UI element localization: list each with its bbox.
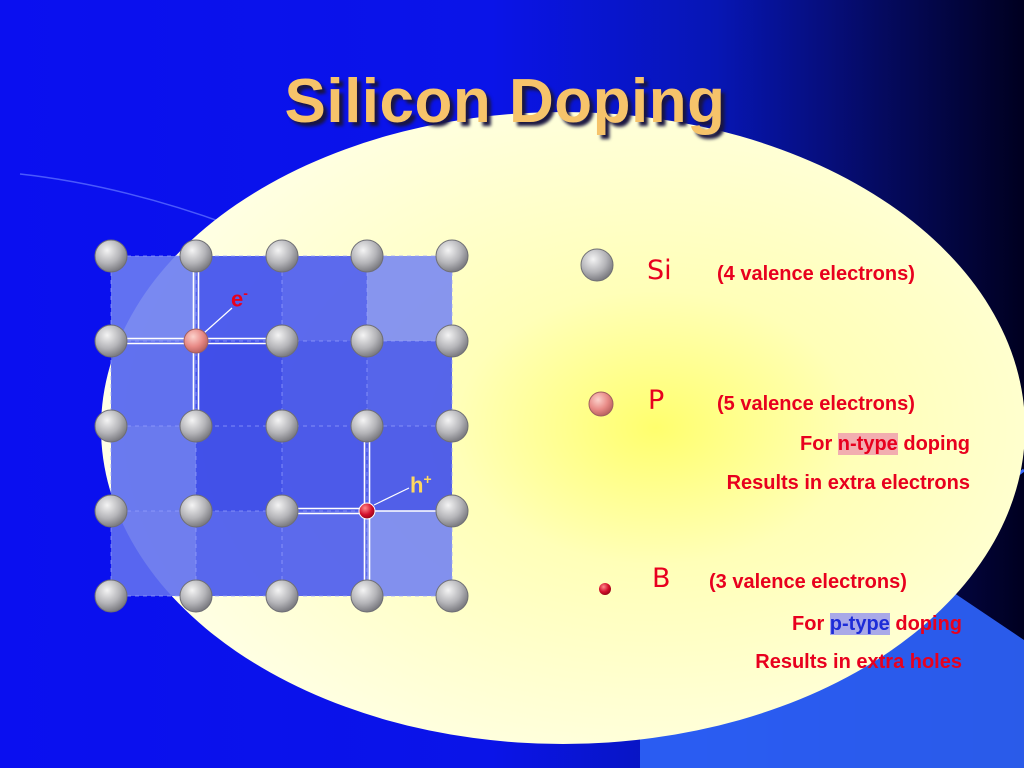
silicon-atom: [179, 494, 213, 528]
si-atom-icon: [580, 248, 614, 282]
silicon-atom: [435, 579, 469, 613]
silicon-atom: [350, 239, 384, 273]
silicon-atom: [94, 324, 128, 358]
si-description: (4 valence electrons): [717, 263, 915, 285]
si-symbol: Si: [647, 255, 672, 286]
lattice-cell: [111, 426, 196, 511]
silicon-atom: [94, 579, 128, 613]
lattice-cell: [111, 511, 196, 596]
silicon-atom: [435, 239, 469, 273]
hole-label: h+: [410, 471, 432, 498]
p-description: (5 valence electrons): [717, 393, 915, 415]
silicon-atom: [179, 409, 213, 443]
silicon-atom: [265, 324, 299, 358]
silicon-atom: [265, 579, 299, 613]
silicon-atom: [94, 494, 128, 528]
electron-leader-line: [203, 307, 233, 334]
p-result: Results in extra electrons: [726, 472, 970, 494]
lattice-cell: [196, 341, 282, 426]
silicon-atom: [179, 579, 213, 613]
lattice-cell: [111, 256, 196, 341]
b-result: Results in extra holes: [755, 651, 962, 673]
lattice-cell: [196, 426, 282, 511]
lattice-cell: [196, 511, 282, 596]
silicon-atom: [265, 494, 299, 528]
electron-label: e-: [231, 285, 248, 312]
silicon-atom: [350, 409, 384, 443]
lattice-cell: [282, 511, 367, 596]
n-type-highlight: n-type: [837, 433, 898, 455]
silicon-atom: [179, 239, 213, 273]
p-type-highlight: p-type: [829, 613, 890, 635]
b-symbol: B: [652, 563, 671, 594]
silicon-atom: [350, 324, 384, 358]
crystal-lattice: [94, 239, 469, 613]
silicon-atom: [435, 409, 469, 443]
lattice-cell: [367, 511, 452, 596]
b-for-line: For p-type doping: [792, 613, 962, 635]
lattice-cell: [282, 426, 367, 511]
p-for-line: For n-type doping: [800, 433, 970, 455]
p-symbol: P: [648, 385, 665, 416]
p-atom-icon: [588, 391, 614, 417]
silicon-atom: [94, 409, 128, 443]
lattice-cell: [282, 256, 367, 341]
b-atom-icon: [599, 583, 611, 595]
phosphorus-atom: [183, 328, 209, 354]
lattice-cell: [367, 426, 452, 511]
silicon-atom: [435, 494, 469, 528]
page-title: Silicon Doping: [284, 67, 726, 136]
hole-leader-line: [373, 487, 410, 506]
silicon-atom: [265, 239, 299, 273]
lattice-cell: [367, 341, 452, 426]
silicon-atom: [350, 579, 384, 613]
lattice-cell: [282, 341, 367, 426]
lattice-cell: [111, 341, 196, 426]
boron-atom: [358, 502, 376, 520]
b-description: (3 valence electrons): [709, 571, 907, 593]
silicon-atom: [94, 239, 128, 273]
silicon-atom: [265, 409, 299, 443]
lattice-cell: [367, 256, 452, 341]
silicon-atom: [435, 324, 469, 358]
